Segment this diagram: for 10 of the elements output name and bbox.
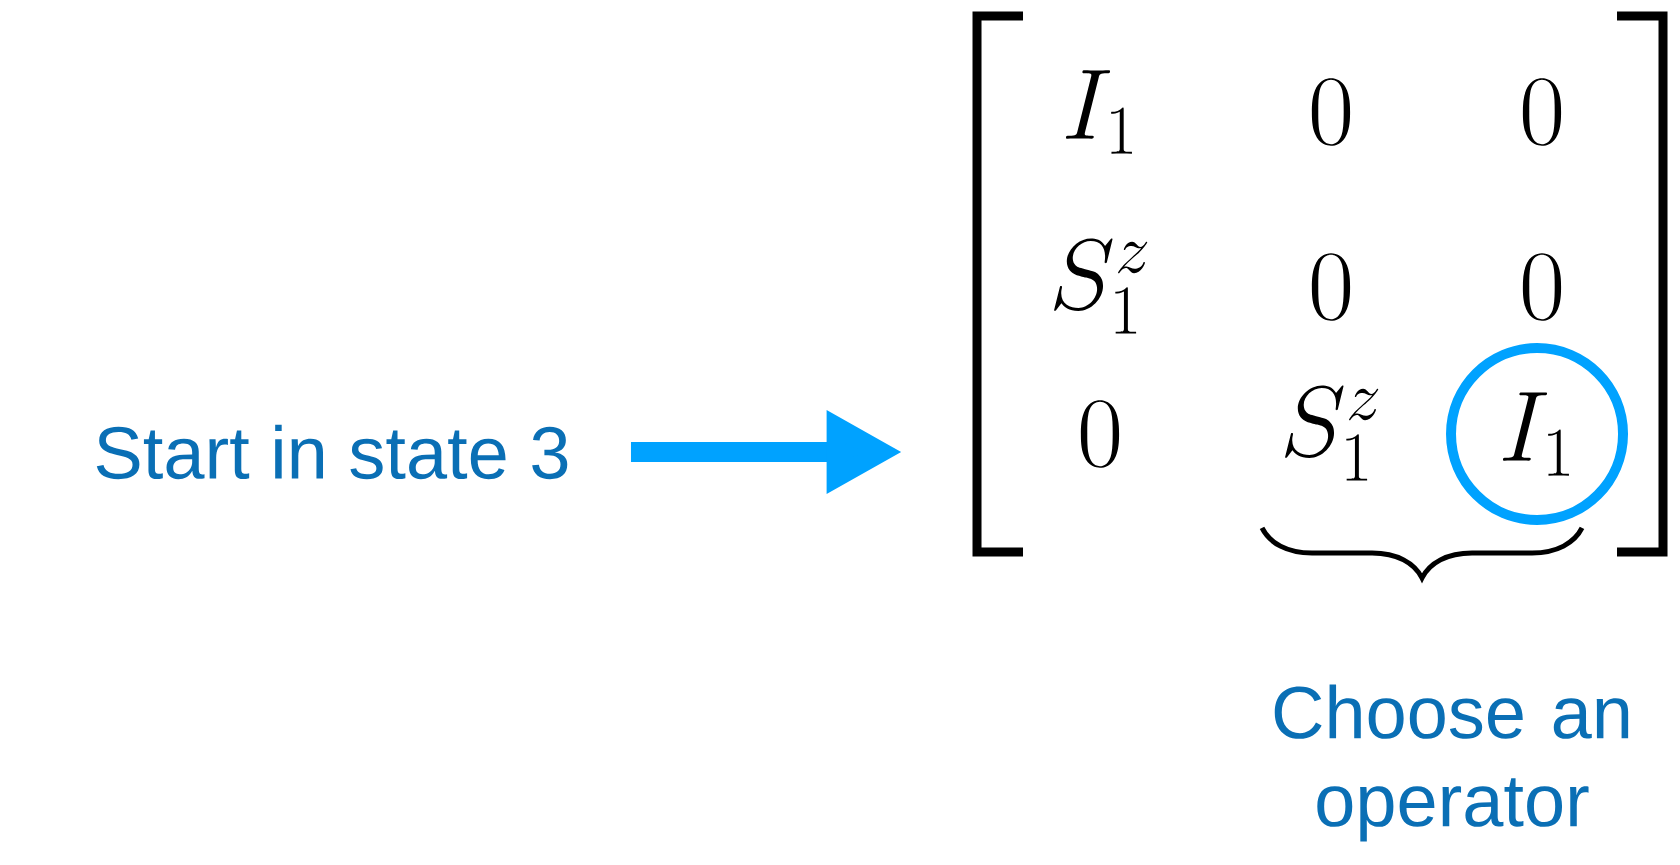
matrix-entry: $0$: [1522, 253, 1562, 321]
matrix-entry: $0$: [1311, 78, 1351, 146]
matrix-entry: $S^z_1$: [1054, 238, 1148, 334]
matrix-entry: $I_1$: [1066, 70, 1132, 154]
matrix-entry: $S^z_1$: [1285, 385, 1379, 481]
matrix-entry: $0$: [1080, 400, 1120, 468]
matrix-entry: $0$: [1522, 78, 1562, 146]
matrix-entry: $0$: [1311, 253, 1351, 321]
caption-text: Start in state 3: [96, 424, 568, 480]
annotation-text: Choose an operator: [1274, 684, 1629, 842]
